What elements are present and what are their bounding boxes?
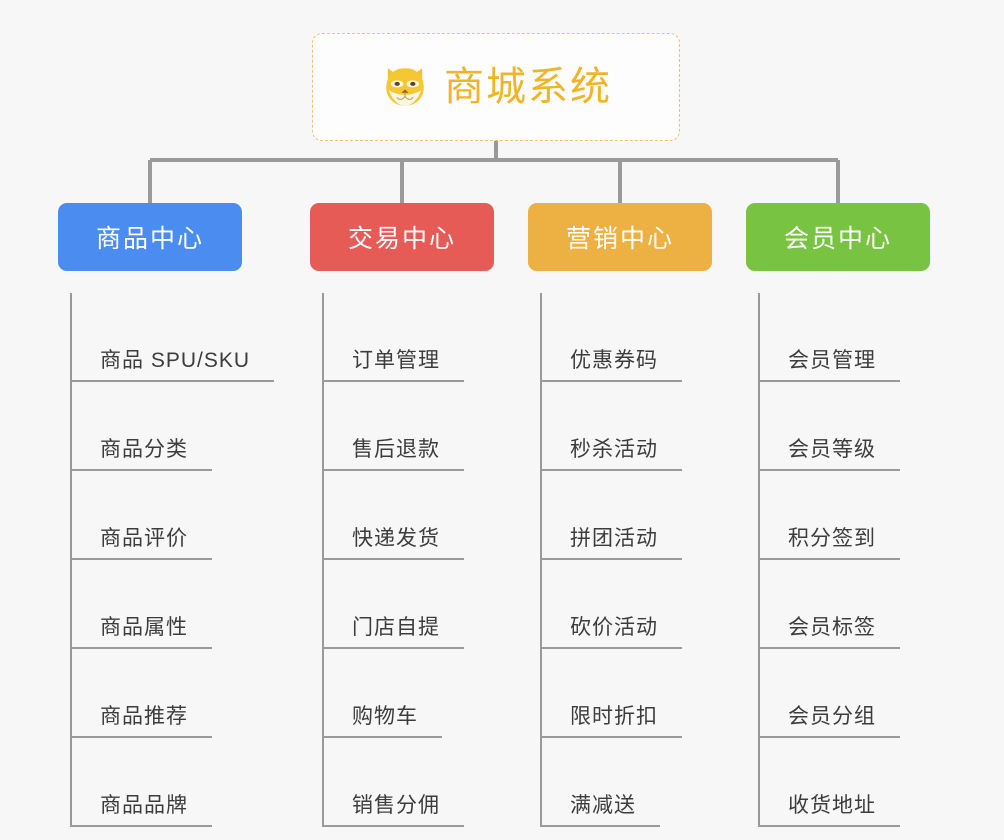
leaf-item-label: 商品评价 [100,527,188,550]
leaf-list-2: 订单管理售后退款快递发货门店自提购物车销售分佣 [310,293,494,827]
leaf-list-4: 会员管理会员等级积分签到会员标签会员分组收货地址 [746,293,930,827]
leaf-item[interactable]: 商品 SPU/SKU [70,293,275,382]
leaf-item[interactable]: 会员标签 [758,560,930,649]
branch-spine-3 [540,293,542,827]
leaf-item[interactable]: 销售分佣 [322,738,494,827]
leaf-item-underline: 快递发货 [322,526,464,560]
shiba-dog-icon [386,68,424,106]
branch-spine-1 [70,293,72,827]
leaf-item[interactable]: 商品品牌 [70,738,242,827]
leaf-item-underline: 商品品牌 [70,793,212,827]
leaf-item-underline: 限时折扣 [540,704,682,738]
branch-spine-2 [322,293,324,827]
branch-header-2[interactable]: 交易中心 [310,203,494,271]
leaf-item[interactable]: 会员分组 [758,649,930,738]
leaf-item-label: 拼团活动 [570,527,658,550]
leaf-item[interactable]: 商品评价 [70,471,242,560]
leaf-item-underline: 商品属性 [70,615,212,649]
leaf-item-underline: 门店自提 [322,615,464,649]
leaf-item[interactable]: 商品分类 [70,382,242,471]
leaf-item[interactable]: 秒杀活动 [540,382,712,471]
leaf-item-underline: 满减送 [540,793,660,827]
leaf-item[interactable]: 积分签到 [758,471,930,560]
leaf-item-underline: 商品推荐 [70,704,212,738]
leaf-item-label: 快递发货 [352,527,440,550]
leaf-list-3: 优惠券码秒杀活动拼团活动砍价活动限时折扣满减送 [528,293,712,827]
leaf-item[interactable]: 限时折扣 [540,649,712,738]
leaf-item-label: 售后退款 [352,438,440,461]
leaf-item-label: 商品分类 [100,438,188,461]
root-node-label: 商城系统 [444,65,612,109]
leaf-item-label: 会员标签 [788,616,876,639]
leaf-item[interactable]: 收货地址 [758,738,930,827]
branch-header-1[interactable]: 商品中心 [58,203,242,271]
leaf-item[interactable]: 优惠券码 [540,293,712,382]
leaf-item[interactable]: 拼团活动 [540,471,712,560]
leaf-item-label: 满减送 [570,794,636,817]
leaf-item-label: 订单管理 [352,349,440,372]
leaf-item-label: 门店自提 [352,616,440,639]
leaf-item-underline: 会员等级 [758,437,900,471]
leaf-item-underline: 商品 SPU/SKU [70,348,275,382]
branch-column-3: 营销中心优惠券码秒杀活动拼团活动砍价活动限时折扣满减送 [528,203,712,827]
leaf-item-label: 购物车 [352,705,418,728]
leaf-item-underline: 商品分类 [70,437,212,471]
leaf-item-label: 会员管理 [788,349,876,372]
leaf-item-underline: 销售分佣 [322,793,464,827]
leaf-item-underline: 会员管理 [758,348,900,382]
leaf-item-label: 商品品牌 [100,794,188,817]
leaf-item-label: 积分签到 [788,527,876,550]
leaf-item-underline: 订单管理 [322,348,464,382]
leaf-item[interactable]: 门店自提 [322,560,494,649]
leaf-item-underline: 积分签到 [758,526,900,560]
branch-column-2: 交易中心订单管理售后退款快递发货门店自提购物车销售分佣 [310,203,494,827]
leaf-item[interactable]: 砍价活动 [540,560,712,649]
leaf-item-label: 商品属性 [100,616,188,639]
leaf-item-underline: 会员分组 [758,704,900,738]
branch-header-3[interactable]: 营销中心 [528,203,712,271]
leaf-item-label: 限时折扣 [570,705,658,728]
leaf-item-label: 砍价活动 [570,616,658,639]
leaf-item-underline: 优惠券码 [540,348,682,382]
leaf-item[interactable]: 商品推荐 [70,649,242,738]
root-node-shangcheng-xitong[interactable]: 商城系统 [312,33,680,141]
leaf-item-label: 商品 SPU/SKU [100,349,251,372]
leaf-item-underline: 售后退款 [322,437,464,471]
leaf-item[interactable]: 购物车 [322,649,494,738]
leaf-item-underline: 会员标签 [758,615,900,649]
leaf-item-label: 销售分佣 [352,794,440,817]
leaf-item-underline: 砍价活动 [540,615,682,649]
leaf-item-underline: 收货地址 [758,793,900,827]
branch-spine-4 [758,293,760,827]
branch-column-1: 商品中心商品 SPU/SKU 商品分类商品评价商品属性商品推荐商品品牌 [58,203,275,827]
leaf-item[interactable]: 订单管理 [322,293,494,382]
leaf-item-label: 秒杀活动 [570,438,658,461]
leaf-item[interactable]: 满减送 [540,738,712,827]
branch-column-4: 会员中心会员管理会员等级积分签到会员标签会员分组收货地址 [746,203,930,827]
leaf-item-underline: 商品评价 [70,526,212,560]
leaf-item[interactable]: 会员等级 [758,382,930,471]
leaf-item[interactable]: 售后退款 [322,382,494,471]
leaf-item-underline: 购物车 [322,704,442,738]
leaf-item-label: 收货地址 [788,794,876,817]
leaf-item-underline: 拼团活动 [540,526,682,560]
leaf-item[interactable]: 会员管理 [758,293,930,382]
leaf-item-label: 优惠券码 [570,349,658,372]
leaf-item-label: 商品推荐 [100,705,188,728]
leaf-list-1: 商品 SPU/SKU 商品分类商品评价商品属性商品推荐商品品牌 [58,293,275,827]
leaf-item-underline: 秒杀活动 [540,437,682,471]
leaf-item-label: 会员分组 [788,705,876,728]
branch-header-4[interactable]: 会员中心 [746,203,930,271]
leaf-item[interactable]: 快递发货 [322,471,494,560]
leaf-item[interactable]: 商品属性 [70,560,242,649]
leaf-item-label: 会员等级 [788,438,876,461]
